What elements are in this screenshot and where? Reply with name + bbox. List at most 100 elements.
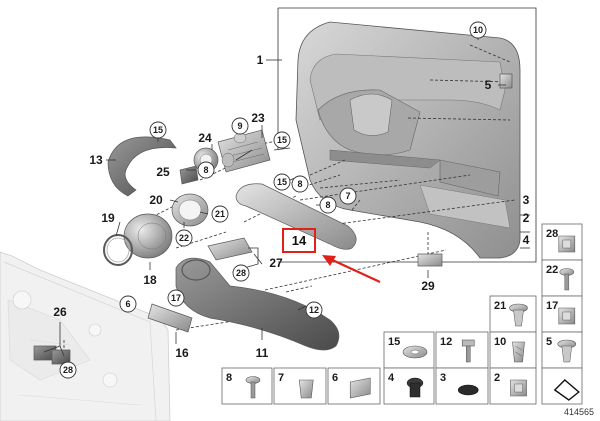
clip-nut-icon [558,307,576,325]
callout-circle-label: 12 [309,305,319,315]
callout-circled-22-10: 22 [175,229,193,247]
callout-circle-label: 7 [345,191,350,201]
expanding-rivet-icon [509,303,528,327]
leader-lines [43,30,530,357]
parts-cell-label: 6 [332,372,338,384]
callout-circle-label: 9 [237,121,242,131]
parts-cell-17: 17 [541,295,583,333]
parts-cell-frame [489,331,537,369]
parts-cell-label: 7 [278,372,284,384]
callout-27: 27 [269,256,283,270]
callout-14-highlighted: 14 [292,233,307,248]
callout-23: 23 [251,111,265,125]
clip-icon [510,379,527,397]
parts-cell-label: 10 [494,336,506,348]
callout-circle-label: 10 [473,25,483,35]
parts-cell-label: 4 [388,372,395,384]
callout-circle [59,361,77,379]
parts-cell-label: 22 [546,264,558,276]
callout-circle [319,196,337,214]
parts-cell-label: 12 [440,336,452,348]
parts-cell-frame [541,259,583,297]
callout-circle-label: 8 [297,179,302,189]
parts-cell-10: 10 [489,331,537,369]
speaker-group [103,193,209,266]
switch-group [179,129,271,185]
parts-cell-15: 15 [383,331,435,369]
callout-circle-label: 21 [215,209,225,219]
parts-cell-5: 5 [541,331,583,369]
parts-cell-label: 5 [546,336,552,348]
callout-circled-6-13: 6 [119,295,137,313]
callout-circle [149,121,167,139]
callout-circle-label: 28 [236,268,246,278]
bolt-icon [461,339,475,363]
callout-circled-21-9: 21 [211,205,229,223]
callout-circled-7-8: 7 [339,187,357,205]
washer-icon [402,345,428,359]
parts-cell-label: 2 [494,372,500,384]
callout-circle-label: 15 [277,177,287,187]
clip-29 [417,253,443,267]
callout-circle [273,173,291,191]
handle-27 [207,237,253,261]
flat-washer-icon [457,384,479,396]
callout-circle [197,161,215,179]
callout-24: 24 [198,131,212,145]
parts-cell-label: 28 [546,228,558,240]
callout-circled-15-5: 15 [273,173,291,191]
callout-circled-8-6: 8 [291,175,309,193]
retainer-strip-icon [349,377,371,399]
callout-circle [231,117,249,135]
parts-cell-label: 17 [546,300,558,312]
callout-circled-28-15: 28 [59,361,77,379]
callout-circle [119,295,137,313]
callout-circled-12-14: 12 [305,301,323,319]
callout-16: 16 [175,346,189,360]
callout-circle-label: 22 [179,233,189,243]
callout-circle [232,264,250,282]
highlight-arrow [322,255,381,283]
parts-cell-frame [435,331,489,369]
callout-circled-8-7: 8 [319,196,337,214]
parts-cell-3: 3 [435,367,489,405]
parts-cell-22: 22 [541,259,583,297]
callout-2: 2 [523,211,530,225]
callout-19: 19 [101,211,115,225]
seal-profile-icon [553,379,580,401]
callout-circle [291,175,309,193]
parts-cell-seal [541,367,583,405]
callout-circle [211,205,229,223]
clip-5 [499,73,513,89]
callout-circled-17-12: 17 [167,289,185,307]
handle-11 [175,257,340,351]
callout-26: 26 [53,305,67,319]
callout-circle-label: 8 [203,165,208,175]
parts-cell-28: 28 [541,223,583,261]
strip-16 [147,303,193,333]
callout-circle-label: 6 [125,299,130,309]
callout-circle [305,301,323,319]
clip-icon [558,235,576,253]
parts-cell-6: 6 [327,367,381,405]
callout-circled-9-2: 9 [231,117,249,135]
parts-cell-label: 3 [440,372,446,384]
callout-circle [167,289,185,307]
reference-number: 414565 [564,407,594,417]
armrest-14 [235,183,357,250]
callout-circle [339,187,357,205]
highlight-box-14: 14 [282,228,316,253]
callout-circle [469,21,487,39]
callout-circle-label: 28 [63,365,73,375]
callout-20: 20 [149,193,163,207]
parts-cell-7: 7 [273,367,327,405]
callout-circled-28-11: 28 [232,264,250,282]
callout-circle-label: 8 [325,200,330,210]
callout-circle-label: 15 [277,135,287,145]
parts-cell-12: 12 [435,331,489,369]
parts-cell-frame [489,295,537,333]
callout-5: 5 [485,78,492,92]
callout-18: 18 [143,273,157,287]
